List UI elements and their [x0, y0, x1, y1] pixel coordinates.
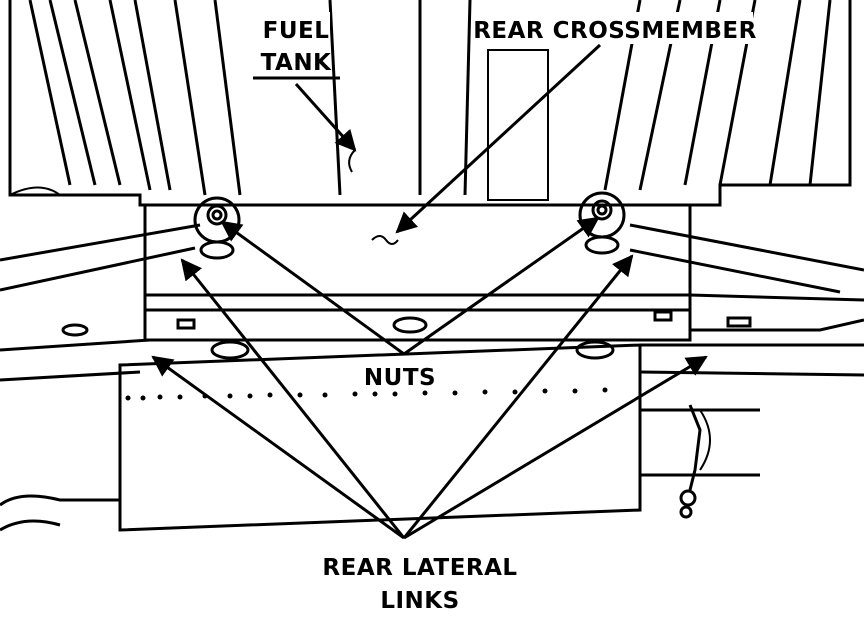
rear-lateral-links-label-line2: LINKS — [380, 588, 459, 614]
fuel-tank-shape — [8, 0, 852, 207]
rear-crossmember-label: REAR CROSSMEMBER — [473, 18, 757, 44]
nuts-callout — [220, 216, 600, 356]
fuel-tank-label-bg — [255, 12, 330, 74]
nuts-label: NUTS — [364, 365, 436, 391]
rear-lateral-links-label-line1: REAR LATERAL — [322, 555, 517, 581]
rear-lateral-link-left — [0, 223, 240, 532]
fuel-tank-label-line2: TANK — [261, 50, 332, 76]
rear-lateral-link-right — [629, 223, 864, 377]
fuel-tank-callout — [253, 76, 357, 173]
rear-lateral-links-callout — [151, 254, 708, 540]
rear-crossmember-callout — [395, 43, 602, 234]
nut-right — [578, 191, 626, 255]
rear-crossmember-label-bg — [478, 12, 753, 44]
nuts-label-bg — [355, 360, 445, 390]
muffler-shape — [118, 340, 760, 532]
fuel-tank-label-line1: FUEL — [263, 18, 330, 44]
nut-left — [193, 196, 241, 260]
